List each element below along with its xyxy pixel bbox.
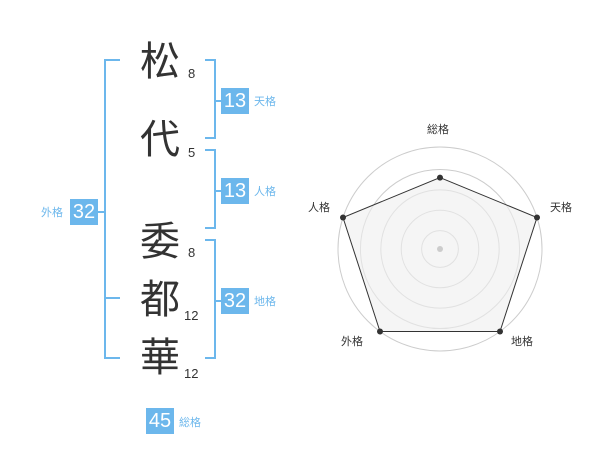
name-char-2: 代 xyxy=(140,117,180,163)
radar-area xyxy=(342,177,538,332)
tenkaku-value: 13 xyxy=(221,88,249,114)
gaikaku-value: 32 xyxy=(70,199,98,225)
stroke-count-5: 12 xyxy=(184,366,199,381)
jinkaku-value: 13 xyxy=(221,178,249,204)
radar-point-soukaku xyxy=(437,174,443,181)
tenkaku-label: 天格 xyxy=(254,95,276,108)
radar-points xyxy=(340,174,540,335)
radar-center-dot xyxy=(437,246,443,252)
radar-point-chikaku xyxy=(497,328,503,335)
stroke-count-3: 8 xyxy=(188,245,196,260)
chikaku-label: 地格 xyxy=(254,295,276,308)
stroke-count-4: 12 xyxy=(184,308,199,323)
name-char-4: 都 xyxy=(140,277,180,323)
radar-point-gaikaku xyxy=(377,328,383,335)
radar-point-jinkaku xyxy=(340,214,346,221)
name-char-1: 松 xyxy=(140,39,180,85)
radar-point-tenkaku xyxy=(534,214,540,221)
jinkaku-label: 人格 xyxy=(254,185,276,198)
radar-label-jinkaku: 人格 xyxy=(308,201,330,214)
radar-label-tenkaku: 天格 xyxy=(550,201,572,214)
radar-label-gaikaku: 外格 xyxy=(341,335,363,348)
stroke-count-2: 5 xyxy=(188,145,196,160)
soukaku-value: 45 xyxy=(146,408,174,434)
gaikaku-label: 外格 xyxy=(41,206,63,219)
soukaku-label: 総格 xyxy=(179,416,201,429)
name-char-3: 委 xyxy=(140,219,180,265)
chikaku-value: 32 xyxy=(221,288,249,314)
radar-label-chikaku: 地格 xyxy=(511,335,533,348)
radar-label-soukaku: 総格 xyxy=(427,123,449,136)
radar-ring-1 xyxy=(337,146,543,352)
name-char-5: 華 xyxy=(140,335,180,381)
stroke-count-1: 8 xyxy=(188,66,196,81)
